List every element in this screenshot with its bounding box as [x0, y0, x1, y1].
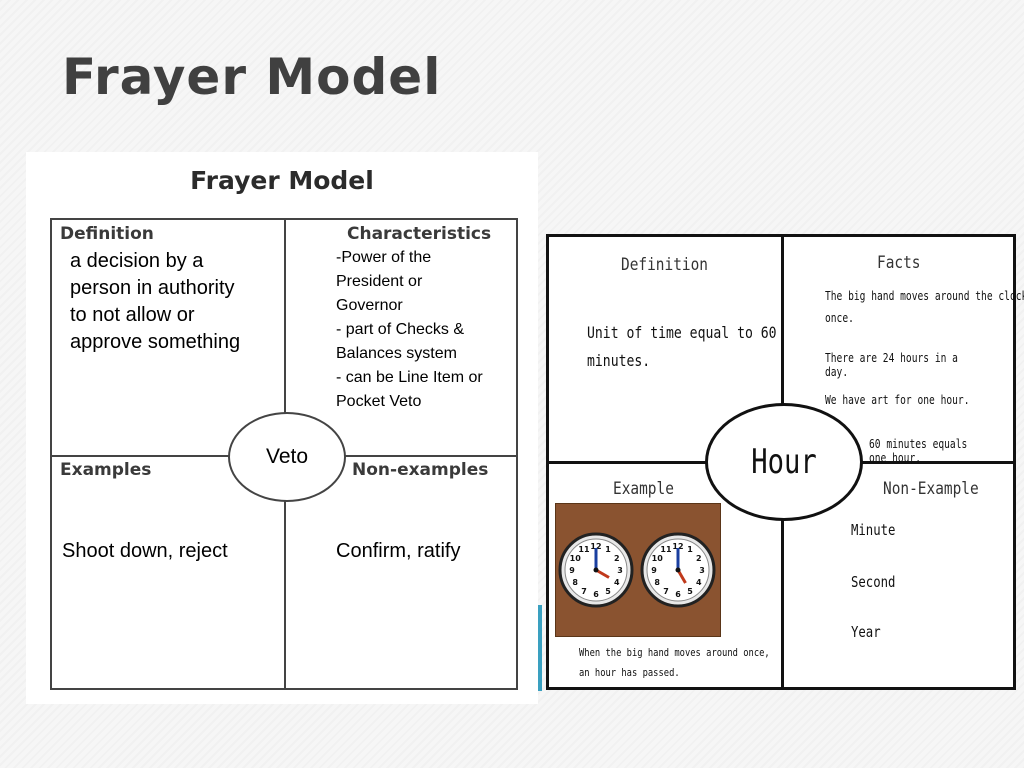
clock-number: 1: [605, 545, 611, 554]
center-word-oval: Veto: [228, 412, 346, 502]
non-examples-label: Non-examples: [352, 460, 489, 480]
non-example-1: Minute: [851, 521, 896, 539]
examples-text: Shoot down, reject: [62, 540, 228, 562]
definition-text: a decision by a person in authority to n…: [70, 250, 241, 353]
clock-number: 4: [696, 578, 702, 587]
clock-number: 6: [593, 590, 599, 599]
clock-number: 11: [578, 545, 590, 554]
left-frayer-model: Frayer Model Definition a decision by a …: [26, 152, 538, 704]
fact-4: 60 minutes equals one hour.: [869, 437, 968, 465]
characteristics-text: -Power of the President or Governor - pa…: [336, 249, 483, 410]
clock-number: 4: [614, 578, 620, 587]
non-example-label: Non-Example: [883, 479, 979, 499]
fact-2: There are 24 hours in a day.: [825, 351, 958, 379]
non-example-3: Year: [851, 623, 881, 641]
accent-bar: [538, 605, 542, 691]
right-definition-label: Definition: [621, 255, 709, 275]
examples-label: Examples: [60, 460, 152, 480]
fact-1: The big hand moves around the clock once…: [825, 289, 1024, 325]
clock-number: 6: [675, 590, 681, 599]
clock-number: 5: [605, 587, 611, 596]
left-model-heading: Frayer Model: [190, 166, 374, 195]
hour-center-oval: Hour: [705, 403, 863, 521]
clock-number: 12: [672, 542, 683, 551]
clock-number: 8: [572, 578, 578, 587]
hour-center-word: Hour: [751, 442, 817, 482]
clock-number: 10: [570, 554, 582, 563]
clock-number: 12: [590, 542, 601, 551]
clock-number: 9: [651, 566, 657, 575]
clock-number: 11: [660, 545, 672, 554]
facts-label: Facts: [877, 253, 921, 273]
non-examples-text: Confirm, ratify: [336, 540, 461, 562]
clock-number: 10: [652, 554, 664, 563]
definition-label: Definition: [60, 224, 154, 244]
clock-number: 2: [696, 554, 702, 563]
clock-number: 7: [581, 587, 587, 596]
clock-number: 3: [699, 566, 705, 575]
clock-number: 8: [654, 578, 660, 587]
example-caption: When the big hand moves around once, an …: [579, 646, 770, 679]
clock-number: 1: [687, 545, 693, 554]
center-word: Veto: [265, 445, 309, 468]
clock-number: 3: [617, 566, 623, 575]
characteristics-label: Characteristics: [347, 224, 492, 244]
example-label: Example: [613, 479, 674, 499]
right-definition-text: Unit of time equal to 60 minutes.: [587, 323, 777, 370]
non-example-2: Second: [851, 573, 896, 591]
right-frayer-model: Definition Unit of time equal to 60 minu…: [546, 234, 1024, 690]
clock-number: 9: [569, 566, 575, 575]
fact-3: We have art for one hour.: [825, 393, 970, 407]
slide-title: Frayer Model: [62, 48, 442, 106]
clock-number: 5: [687, 587, 693, 596]
clock-number: 7: [663, 587, 669, 596]
clock-number: 2: [614, 554, 620, 563]
left-model-grid: Definition a decision by a person in aut…: [50, 218, 518, 690]
